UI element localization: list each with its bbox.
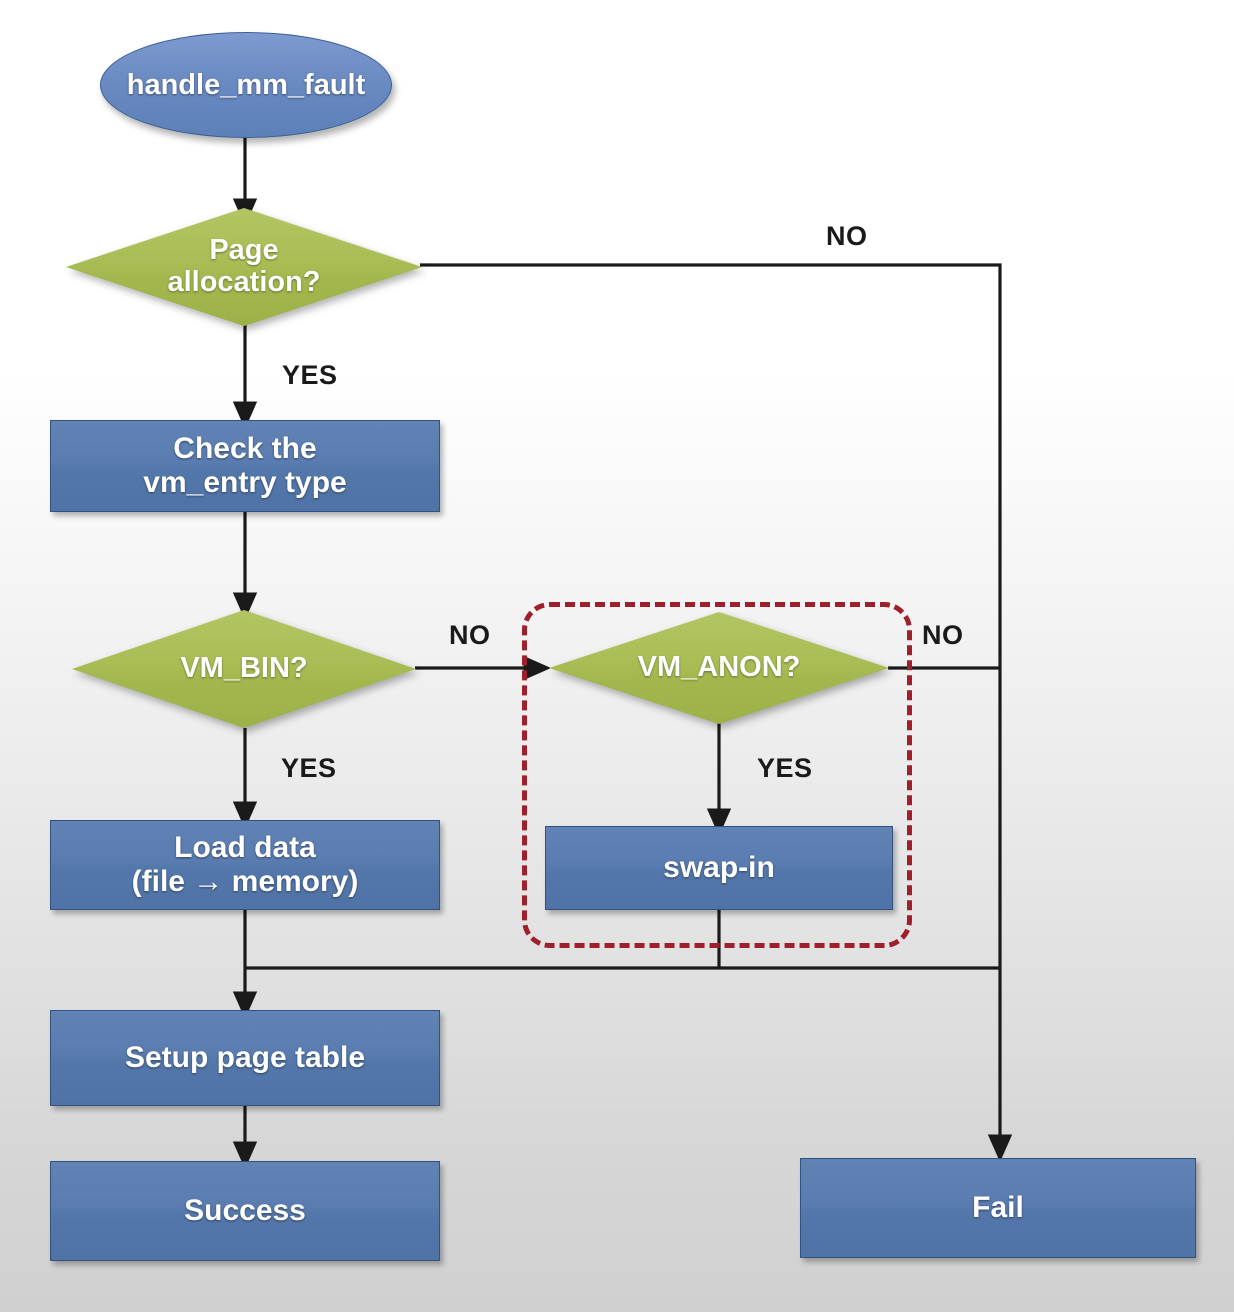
node-check-vm-entry-type[interactable]: Check the vm_entry type bbox=[50, 420, 440, 512]
node-load-data[interactable]: Load data (file → memory) bbox=[50, 820, 440, 910]
edge-label-vmbin-no: NO bbox=[449, 620, 491, 650]
node-vm-anon[interactable]: VM_ANON? bbox=[549, 612, 889, 724]
node-label: swap-in bbox=[663, 851, 775, 885]
node-label: Check the vm_entry type bbox=[143, 432, 347, 499]
edge-label-pagealloc-yes: YES bbox=[282, 360, 338, 390]
node-label: Setup page table bbox=[124, 1041, 366, 1075]
node-label: VM_ANON? bbox=[637, 651, 801, 684]
edge-label-vmbin-yes: YES bbox=[281, 753, 337, 783]
node-label: VM_BIN? bbox=[180, 652, 308, 685]
node-swap-in[interactable]: swap-in bbox=[545, 826, 893, 910]
node-handle-mm-fault[interactable]: handle_mm_fault bbox=[100, 32, 392, 138]
node-label: Load data (file → memory) bbox=[131, 831, 359, 898]
node-fail[interactable]: Fail bbox=[800, 1158, 1196, 1258]
node-label: handle_mm_fault bbox=[126, 68, 366, 101]
edge-label-pagealloc-no: NO bbox=[826, 221, 868, 251]
edge-label-vmanon-no: NO bbox=[922, 620, 964, 650]
node-label: Page allocation? bbox=[167, 234, 321, 298]
edge-label-vmanon-yes: YES bbox=[757, 753, 813, 783]
node-vm-bin[interactable]: VM_BIN? bbox=[72, 610, 416, 728]
node-setup-page-table[interactable]: Setup page table bbox=[50, 1010, 440, 1106]
edge-pagealloc-no-to-fail bbox=[420, 263, 1013, 1163]
node-label: Success bbox=[184, 1194, 306, 1228]
node-success[interactable]: Success bbox=[50, 1161, 440, 1261]
node-label: Fail bbox=[972, 1191, 1024, 1225]
node-page-allocation[interactable]: Page allocation? bbox=[66, 208, 422, 326]
